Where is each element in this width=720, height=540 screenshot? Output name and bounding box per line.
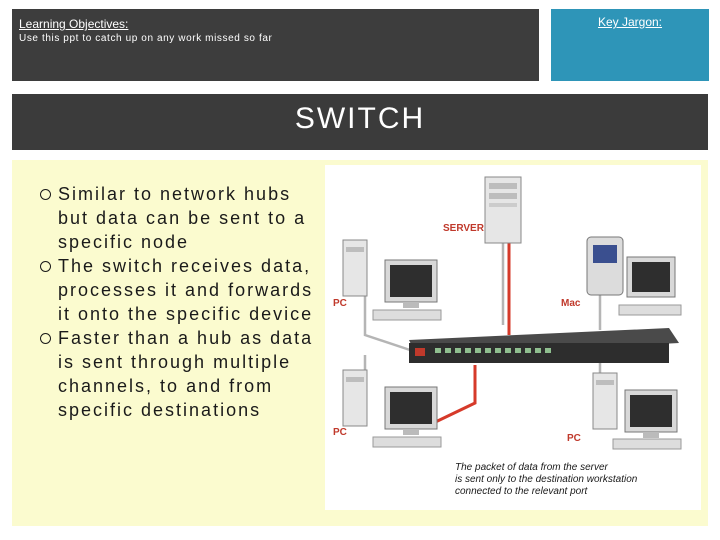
learning-objectives-subtitle: Use this ppt to catch up on any work mis… xyxy=(19,33,273,44)
mac-icon xyxy=(586,236,682,316)
bullet-text: Similar to network hubs but data can be … xyxy=(58,184,307,252)
slide-title-band: SWITCH xyxy=(12,94,708,150)
caption-line: is sent only to the destination workstat… xyxy=(455,474,638,485)
learning-objectives-link[interactable]: Learning Objectives: xyxy=(19,17,129,31)
pc-bottom-left-icon xyxy=(342,369,442,448)
bullet-circle-icon xyxy=(40,261,51,272)
bullet-item: The switch receives data, processes it a… xyxy=(30,254,320,326)
bullet-item: Faster than a hub as data is sent throug… xyxy=(30,326,320,422)
diagram-caption: The packet of data from the server is se… xyxy=(455,462,695,498)
key-jargon-link[interactable]: Key Jargon: xyxy=(597,15,663,29)
bullet-circle-icon xyxy=(40,189,51,200)
server-icon xyxy=(484,176,522,244)
caption-line: connected to the relevant port xyxy=(455,486,588,497)
server-label: SERVER xyxy=(443,223,485,234)
network-switch-diagram: SERVER PC Mac xyxy=(325,165,701,510)
bullet-item: Similar to network hubs but data can be … xyxy=(30,182,320,254)
bullet-text: Faster than a hub as data is sent throug… xyxy=(58,328,314,420)
pc-top-left-icon xyxy=(342,239,442,321)
switch-icon xyxy=(409,328,679,363)
key-jargon-panel: Key Jargon: xyxy=(551,9,709,81)
learning-objectives-panel: Learning Objectives: Use this ppt to cat… xyxy=(12,9,539,81)
packet-path xyxy=(424,235,511,429)
pc-top-left-label: PC xyxy=(333,298,347,309)
mac-label: Mac xyxy=(561,298,581,309)
bullet-text: The switch receives data, processes it a… xyxy=(58,256,314,324)
bullet-circle-icon xyxy=(40,333,51,344)
slide-title: SWITCH xyxy=(294,102,426,135)
pc-bottom-right-icon xyxy=(592,372,682,450)
bullet-list: Similar to network hubs but data can be … xyxy=(30,182,320,422)
pc-bottom-right-label: PC xyxy=(567,433,581,444)
pc-bottom-left-label: PC xyxy=(333,427,347,438)
caption-line: The packet of data from the server xyxy=(455,462,608,473)
